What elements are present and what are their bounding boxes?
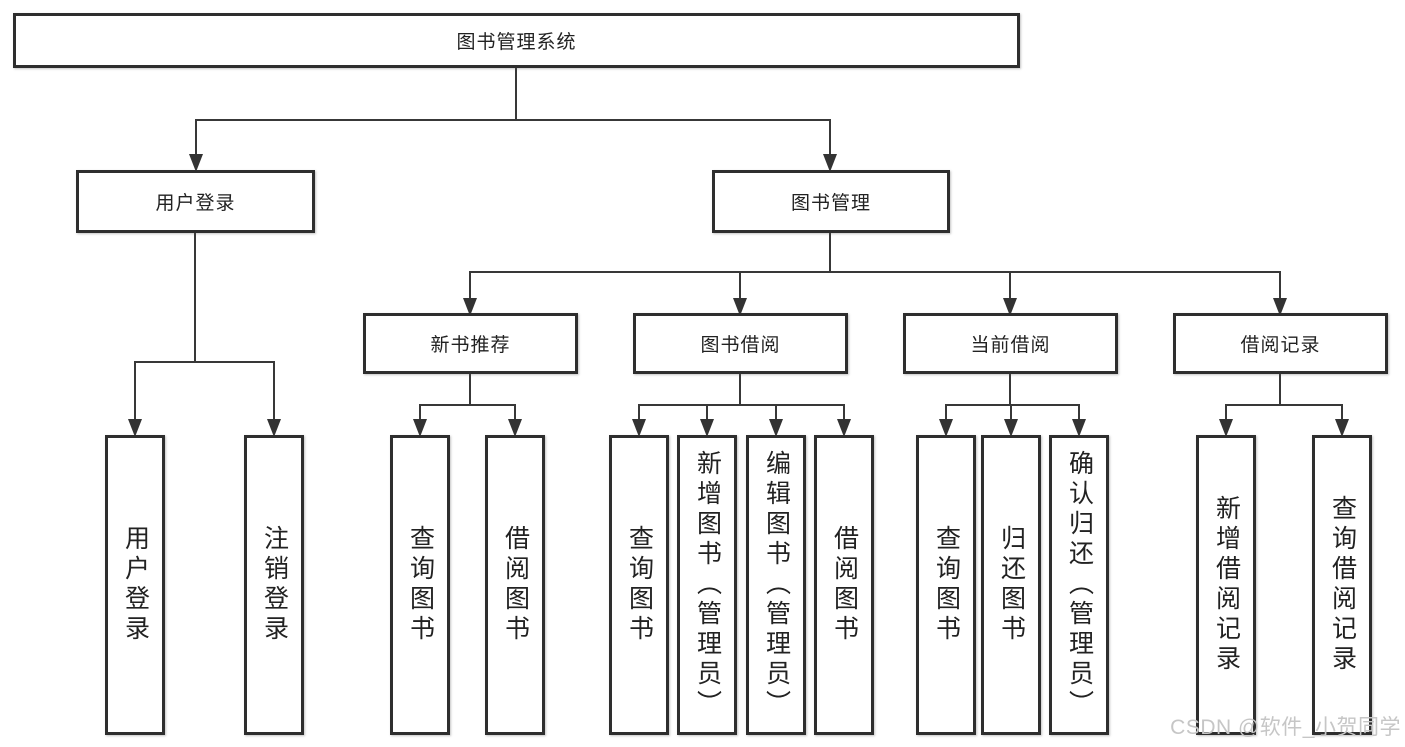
leaf-label: 查询图书: [625, 525, 654, 645]
leaf-label: 新增图书（管理员）: [693, 450, 722, 720]
leaf-label: 编辑图书（管理员）: [762, 450, 791, 720]
node-borrowing-records: 借阅记录: [1173, 313, 1388, 374]
leaf-query-borrow-record: 查询借阅记录: [1312, 435, 1372, 735]
leaf-return-books: 归还图书: [981, 435, 1041, 735]
leaf-borrow-books-recommend: 借阅图书: [485, 435, 545, 735]
leaf-label: 借阅图书: [830, 525, 859, 645]
leaf-edit-book-admin: 编辑图书（管理员）: [746, 435, 806, 735]
node-library-management-system: 图书管理系统: [13, 13, 1020, 68]
leaf-borrow-books: 借阅图书: [814, 435, 874, 735]
leaf-label: 归还图书: [997, 525, 1026, 645]
leaf-user-login: 用户登录: [105, 435, 165, 735]
leaf-add-borrow-record: 新增借阅记录: [1196, 435, 1256, 735]
leaf-label: 借阅图书: [501, 525, 530, 645]
leaf-label: 确认归还（管理员）: [1065, 450, 1094, 720]
leaf-label: 查询借阅记录: [1328, 495, 1357, 675]
leaf-add-book-admin: 新增图书（管理员）: [677, 435, 737, 735]
leaf-confirm-return-admin: 确认归还（管理员）: [1049, 435, 1109, 735]
node-book-management: 图书管理: [712, 170, 950, 233]
tree-edges: [134, 68, 1343, 422]
leaf-label: 注销登录: [260, 525, 289, 645]
node-new-book-recommend: 新书推荐: [363, 313, 578, 374]
leaf-logout: 注销登录: [244, 435, 304, 735]
leaf-label: 用户登录: [121, 525, 150, 645]
node-book-borrowing: 图书借阅: [633, 313, 848, 374]
leaf-label: 查询图书: [932, 525, 961, 645]
csdn-watermark: CSDN @软件_小贺同学: [1170, 716, 1401, 739]
leaf-label: 新增借阅记录: [1212, 495, 1241, 675]
node-user-login: 用户登录: [76, 170, 315, 233]
leaf-label: 查询图书: [406, 525, 435, 645]
leaf-query-books-borrow: 查询图书: [609, 435, 669, 735]
node-current-borrowing: 当前借阅: [903, 313, 1118, 374]
leaf-query-books-recommend: 查询图书: [390, 435, 450, 735]
leaf-query-books-current: 查询图书: [916, 435, 976, 735]
